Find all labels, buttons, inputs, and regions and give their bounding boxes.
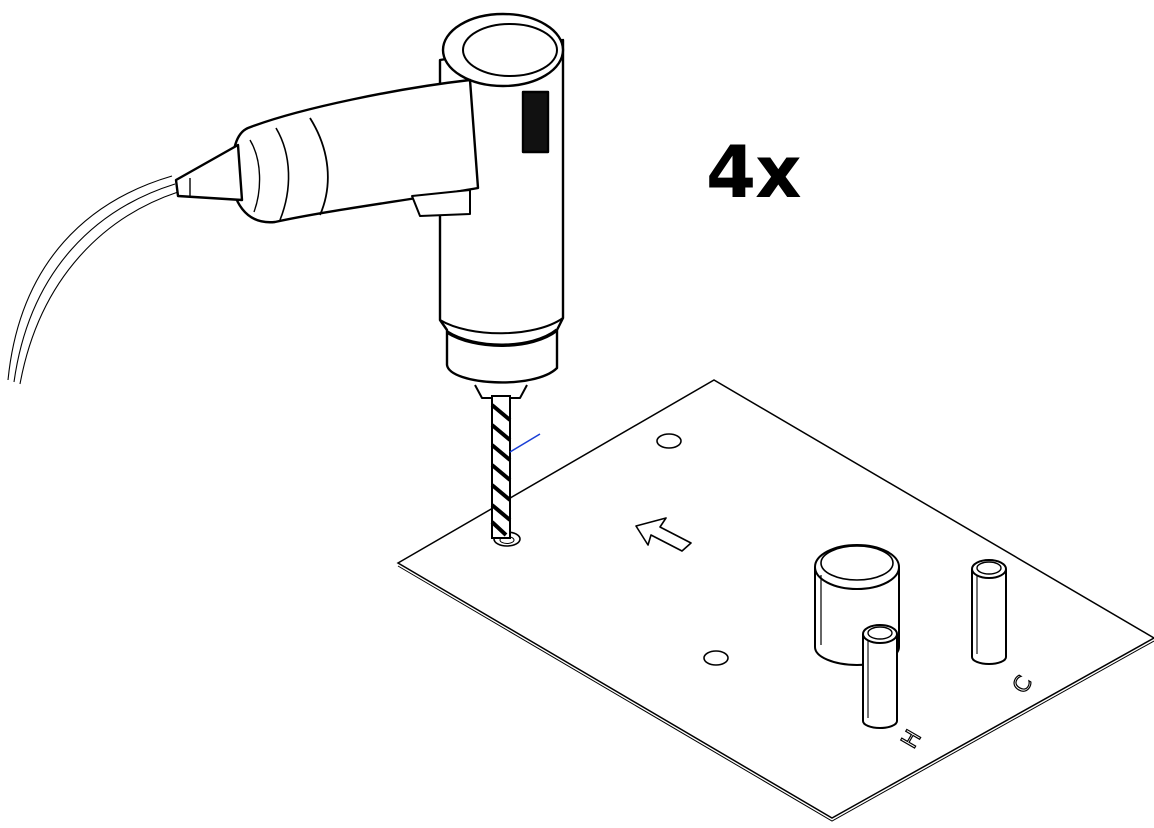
drill-switch [521,90,550,154]
drill-nose [174,143,244,202]
plate-edge [397,565,1154,822]
direction-arrow-icon [635,517,692,552]
drill-bit-icon [490,395,541,539]
hole-bottom [703,650,729,666]
drill-guide-line [509,433,541,453]
drill-trigger [411,189,471,217]
plate-outline [396,379,1154,819]
power-cord-icon [7,175,179,385]
small-pin-front [862,624,898,729]
hole-top [656,433,682,449]
repeat-count-label: 4x [706,130,802,214]
small-pin-right [971,559,1007,665]
power-drill-icon [174,12,565,399]
mounting-plate [396,379,1154,822]
